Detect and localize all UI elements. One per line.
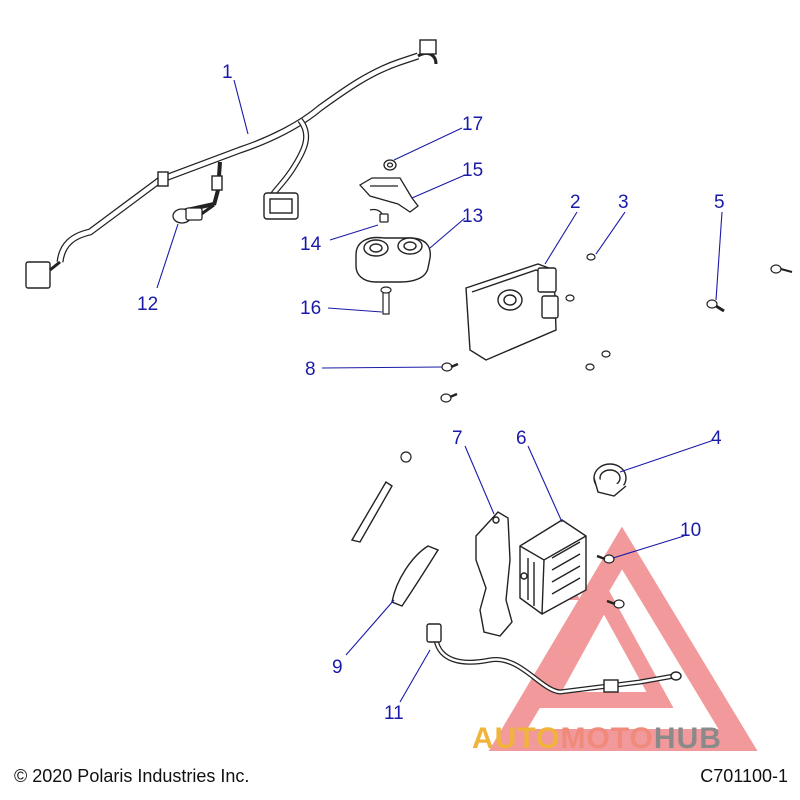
callout-labels: 1 2 3 5 4 6 7 8 9 10 11 12 13 14 15 16 1…: [137, 62, 725, 724]
brand-part-hub: HUB: [654, 722, 722, 755]
callout-15: 15: [462, 160, 483, 181]
copyright-text: © 2020 Polaris Industries Inc.: [14, 766, 250, 786]
ecu-part-2: [465, 263, 559, 361]
callout-1: 1: [222, 62, 233, 83]
callout-4: 4: [711, 428, 722, 449]
callout-7: 7: [452, 428, 463, 449]
bolts-part-10: [596, 554, 625, 609]
callout-16: 16: [300, 298, 321, 319]
callout-2: 2: [570, 192, 581, 213]
callout-13: 13: [462, 206, 483, 227]
callout-17: 17: [462, 114, 483, 135]
svg-text:AUTOMOTOHUB: AUTOMOTOHUB: [472, 722, 722, 755]
brand-part-moto: MOTO: [560, 722, 653, 755]
fasteners-part-3: [565, 253, 793, 371]
grommet-part-4: [593, 463, 627, 497]
callout-6: 6: [516, 428, 527, 449]
wiring-harness-part-1: [25, 39, 438, 289]
callout-12: 12: [137, 294, 158, 315]
shield-part-7: [475, 511, 513, 637]
callout-8: 8: [305, 359, 316, 380]
bolt-part-16: [380, 286, 392, 315]
brand-part-auto: AUTO: [472, 722, 560, 755]
sensor-part-12: [172, 202, 215, 224]
callout-14: 14: [300, 234, 322, 255]
callout-5: 5: [714, 192, 725, 213]
bracket-part-15: [358, 177, 419, 213]
bolt-part-5: [706, 299, 725, 313]
callout-9: 9: [332, 657, 343, 678]
callout-10: 10: [680, 520, 701, 541]
regulator-part-6: [519, 519, 587, 615]
watermark-brand: AUTOMOTOHUB: [472, 722, 722, 755]
ignition-coil-part-13: [355, 236, 431, 283]
callout-3: 3: [618, 192, 629, 213]
figure-id: C701100-1: [700, 766, 788, 786]
bolts-part-8: [400, 362, 459, 463]
lead-part-14: [369, 208, 389, 223]
cable-part-11: [426, 623, 682, 695]
leader-lines: [156, 79, 723, 703]
callout-11: 11: [384, 703, 404, 724]
nut-part-17: [383, 159, 397, 171]
strap-part-9: [350, 481, 440, 607]
